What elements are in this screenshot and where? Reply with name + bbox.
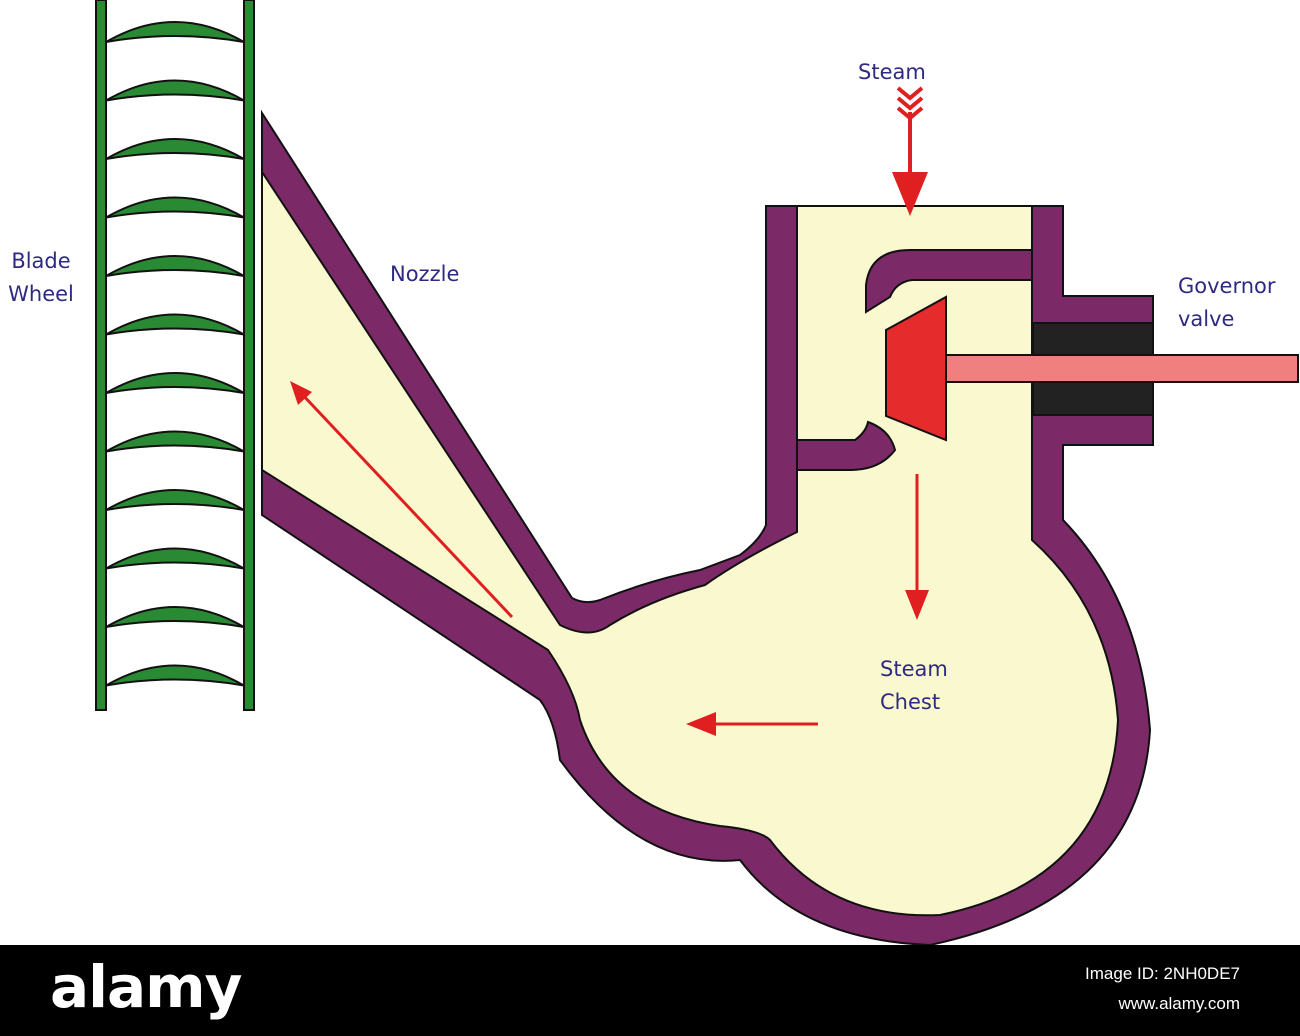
- watermark-bar: alamy Image ID: 2NH0DE7 www.alamy.com: [0, 945, 1300, 1036]
- blade-set: [105, 21, 245, 687]
- label-blade-line1: Blade: [11, 249, 71, 273]
- blade: [105, 138, 245, 160]
- label-governor-valve: Governor valve: [1178, 270, 1276, 336]
- watermark-info: Image ID: 2NH0DE7 www.alamy.com: [1085, 959, 1240, 1019]
- blade: [105, 79, 245, 102]
- arrow-inlet-chevrons: [896, 86, 924, 121]
- watermark-image-id: Image ID: 2NH0DE7: [1085, 964, 1240, 983]
- blade-wheel: [95, 0, 255, 711]
- blade: [105, 21, 245, 43]
- blade: [105, 664, 245, 687]
- arrow-nozzle-jet-head: [290, 381, 312, 405]
- blade: [105, 196, 245, 219]
- steam-turbine-diagram: [95, 0, 1299, 945]
- flow-arrows: [290, 86, 929, 736]
- blade-wheel-rail-left: [95, 0, 107, 711]
- arrow-nozzle-jet: [298, 390, 514, 619]
- label-blade-line2: Wheel: [8, 282, 74, 306]
- blade: [105, 489, 245, 511]
- arrow-chest-down-head: [905, 590, 929, 620]
- governor-spindle: [945, 354, 1299, 383]
- label-nozzle: Nozzle: [390, 262, 460, 286]
- watermark-url: www.alamy.com: [1118, 994, 1240, 1013]
- label-steam-inlet: Steam: [858, 60, 926, 84]
- blade: [105, 430, 245, 453]
- arrow-chest-left-head: [686, 712, 716, 736]
- valve-seat-upper: [865, 249, 1033, 314]
- label-governor-line1: Governor: [1178, 274, 1276, 298]
- label-steam-chest: Steam Chest: [880, 653, 948, 719]
- blade: [105, 255, 245, 277]
- governor-valve-head: [885, 295, 947, 442]
- valve-seat-lower: [796, 420, 897, 471]
- blade: [105, 606, 245, 628]
- blade: [105, 313, 245, 336]
- blade: [105, 372, 245, 394]
- arrow-inlet-head: [892, 172, 928, 216]
- blade: [105, 547, 245, 570]
- label-chest-line1: Steam: [880, 657, 948, 681]
- label-chest-line2: Chest: [880, 690, 941, 714]
- watermark-logo: alamy: [50, 953, 242, 1021]
- blade-wheel-rail-right: [243, 0, 255, 711]
- label-governor-line2: valve: [1178, 307, 1235, 331]
- label-blade-wheel: Blade Wheel: [0, 245, 82, 311]
